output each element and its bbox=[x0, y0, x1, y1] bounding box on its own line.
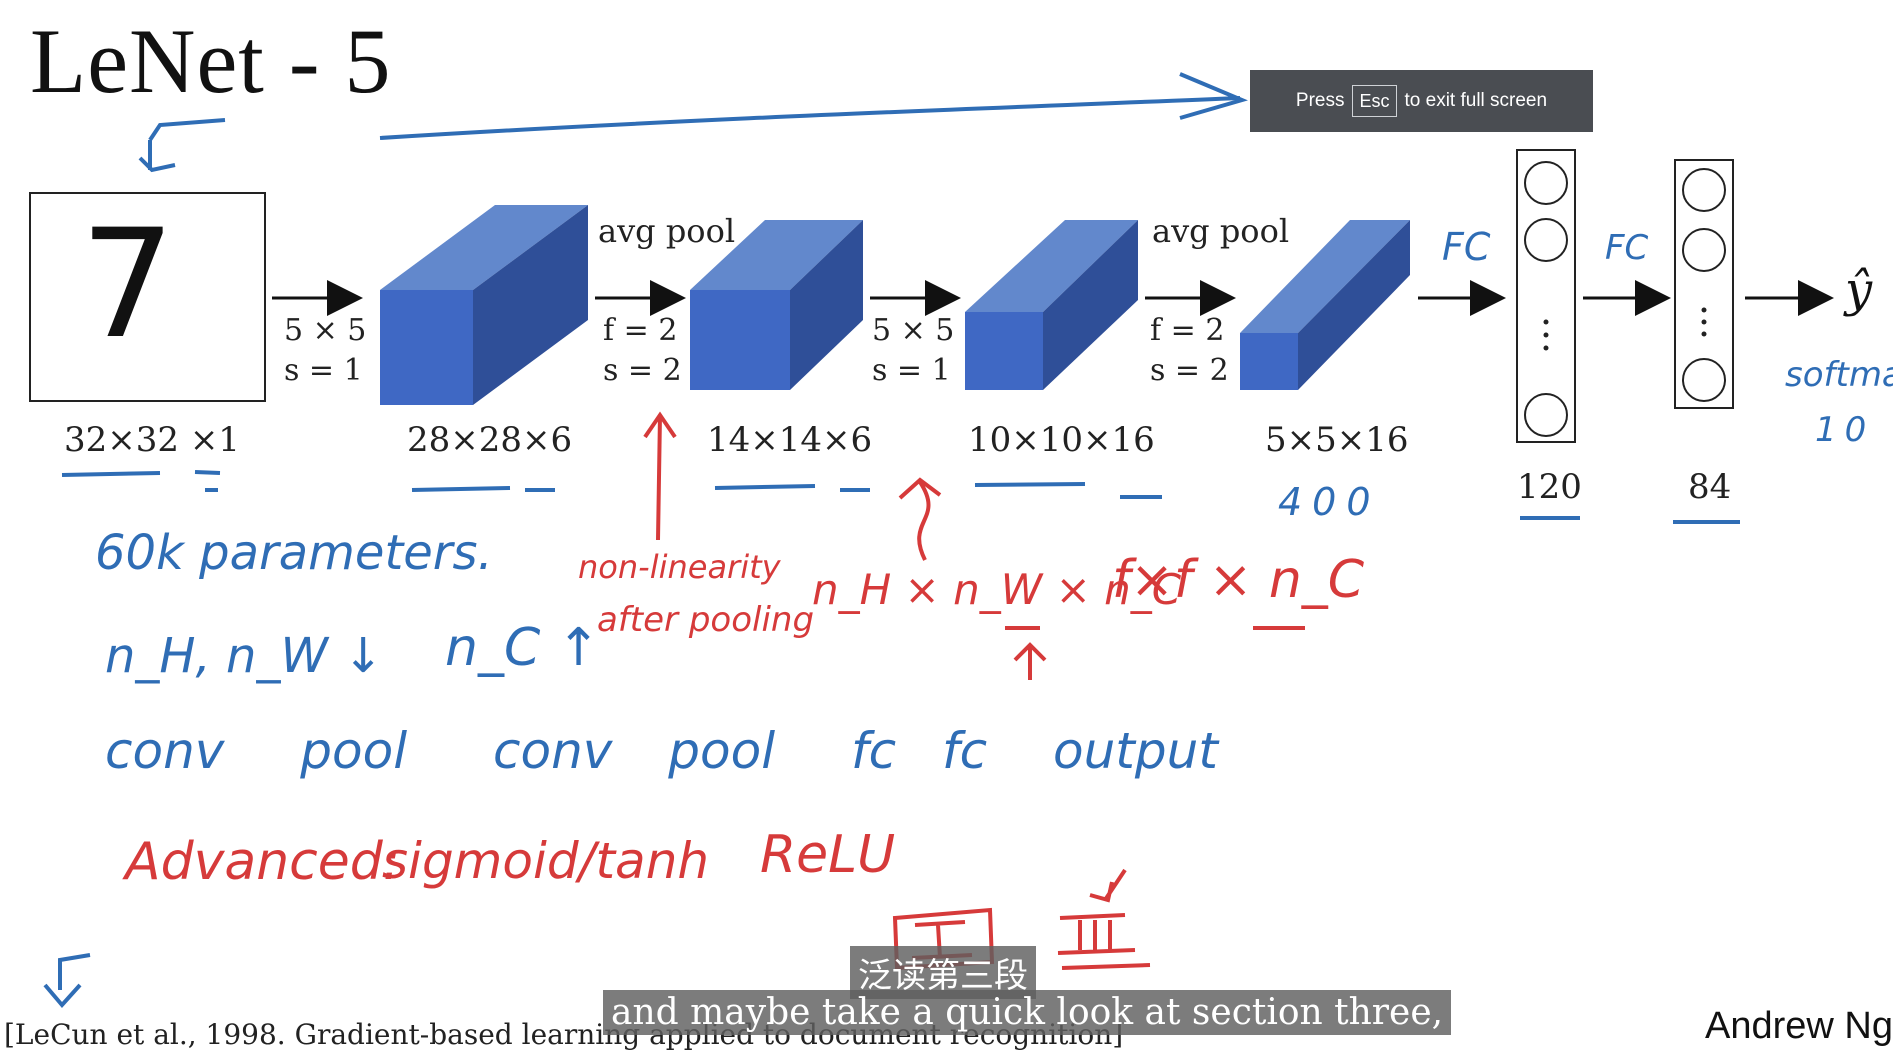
subtitle-english: and maybe take a quick look at section t… bbox=[603, 990, 1452, 1035]
op-pool2-f: f = 2 bbox=[1150, 313, 1225, 348]
note-params: 60k parameters. bbox=[95, 525, 493, 581]
dims-pool1: 14×14×6 bbox=[707, 420, 873, 460]
fc1-label: FC bbox=[1442, 225, 1491, 269]
dims-conv1: 28×28×6 bbox=[407, 420, 573, 460]
note-relu: ReLU bbox=[760, 825, 896, 885]
fullscreen-exit-toast[interactable]: Press Esc to exit full screen bbox=[1250, 70, 1593, 132]
note-fxf-nc: f×f × n_C bbox=[1112, 550, 1365, 610]
fc2-label: FC bbox=[1605, 228, 1649, 268]
author-name: Andrew Ng bbox=[1705, 1005, 1893, 1047]
esc-key-badge: Esc bbox=[1352, 85, 1397, 117]
seq-pool-2: pool bbox=[668, 722, 776, 780]
op-conv2-f: 5 × 5 bbox=[872, 313, 955, 348]
output-yhat: ŷ bbox=[1845, 262, 1873, 318]
output-note-10: 10 bbox=[1815, 410, 1875, 450]
pen-arrowhead-top bbox=[1179, 72, 1248, 120]
note-sequence: conv pool conv pool fc fc output bbox=[105, 722, 1218, 780]
volume-pool2 bbox=[1240, 220, 1410, 390]
seq-conv-1: conv bbox=[105, 722, 225, 780]
volume-pool1 bbox=[690, 220, 863, 390]
seq-fc-2: fc bbox=[942, 722, 988, 780]
op-pool1-params: f = 2 s = 2 bbox=[603, 311, 682, 391]
pen-mark-bottom-left bbox=[43, 953, 91, 1009]
input-dims: 32×32 ×1 bbox=[64, 420, 240, 460]
note-nonlinearity: non-linearity bbox=[578, 548, 781, 586]
toast-press-text: Press bbox=[1295, 90, 1345, 111]
slide-title: LeNet - 5 bbox=[30, 10, 392, 112]
note-nh-nw-nc: n_H × n_W × n_C bbox=[812, 565, 1182, 614]
note-400: 400 bbox=[1278, 480, 1381, 524]
fc2-units: 84 bbox=[1688, 467, 1732, 507]
fc-layer-84 bbox=[1674, 159, 1734, 409]
note-after-pooling: after pooling bbox=[597, 600, 815, 640]
note-shrink: n_H, n_W ↓ bbox=[105, 628, 384, 684]
seq-output: output bbox=[1053, 722, 1218, 780]
note-advanced: Advanced: bbox=[125, 832, 401, 892]
op-pool1-f: f = 2 bbox=[603, 313, 678, 348]
note-sigmoid-tanh: sigmoid/tanh bbox=[382, 832, 710, 890]
seq-pool-1: pool bbox=[300, 722, 408, 780]
op-conv2-filter: 5 × 5 s = 1 bbox=[872, 311, 954, 391]
op-pool1-s: s = 2 bbox=[603, 353, 682, 388]
pen-red-marks bbox=[643, 411, 1305, 971]
seq-fc-1: fc bbox=[851, 722, 897, 780]
pen-underlines bbox=[61, 470, 1740, 524]
seq-conv-2: conv bbox=[493, 722, 613, 780]
op-pool1-header: avg pool bbox=[598, 212, 736, 250]
op-pool2-header: avg pool bbox=[1152, 212, 1290, 250]
volume-conv2 bbox=[965, 220, 1138, 390]
note-grow: n_C ↑ bbox=[445, 618, 601, 678]
op-conv1-s: s = 1 bbox=[284, 353, 363, 388]
toast-rest-text: to exit full screen bbox=[1404, 90, 1548, 111]
fc-layer-120 bbox=[1516, 149, 1576, 443]
volume-conv1 bbox=[380, 205, 588, 405]
dims-conv2: 10×10×16 bbox=[968, 420, 1155, 460]
dims-pool2: 5×5×16 bbox=[1265, 420, 1409, 460]
output-note-softmax: softmax bbox=[1785, 355, 1893, 395]
input-image-frame bbox=[29, 192, 266, 402]
op-pool2-s: s = 2 bbox=[1150, 353, 1229, 388]
fc1-units: 120 bbox=[1517, 467, 1582, 507]
op-conv1-f: 5 × 5 bbox=[284, 313, 367, 348]
pen-mark-under-title bbox=[138, 118, 226, 173]
op-conv1-filter: 5 × 5 s = 1 bbox=[284, 311, 366, 391]
op-pool2-params: f = 2 s = 2 bbox=[1150, 311, 1229, 391]
pen-arrow-top bbox=[379, 96, 1241, 140]
input-digit: 7 bbox=[80, 198, 176, 372]
op-conv2-s: s = 1 bbox=[872, 353, 951, 388]
